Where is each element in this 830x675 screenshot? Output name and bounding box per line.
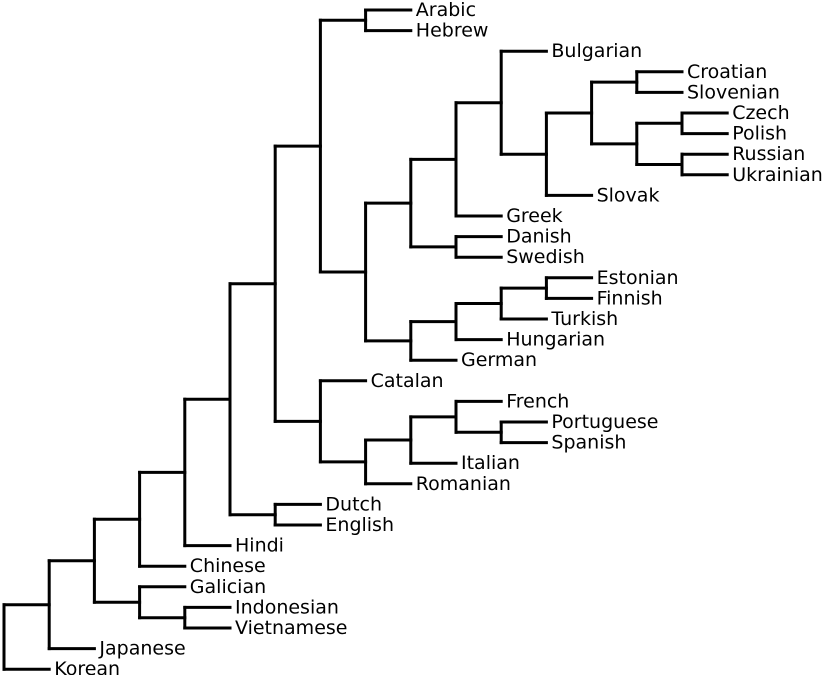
leaf-label-italian: Italian xyxy=(461,452,520,474)
leaf-label-hungarian: Hungarian xyxy=(506,329,605,351)
leaf-label-vietnamese: Vietnamese xyxy=(235,617,347,639)
leaf-label-slovenian: Slovenian xyxy=(687,81,780,103)
leaf-label-chinese: Chinese xyxy=(190,555,266,577)
leaf-label-finnish: Finnish xyxy=(597,287,663,309)
leaf-label-galician: Galician xyxy=(190,576,266,598)
leaf-label-croatian: Croatian xyxy=(687,61,767,83)
leaf-label-japanese: Japanese xyxy=(98,638,185,660)
leaf-label-slovak: Slovak xyxy=(597,184,660,206)
tree-edges xyxy=(2,8,729,671)
leaf-label-spanish: Spanish xyxy=(551,432,626,454)
leaf-label-arabic: Arabic xyxy=(416,0,476,21)
leaf-label-turkish: Turkish xyxy=(550,308,618,330)
leaf-label-portuguese: Portuguese xyxy=(551,411,658,433)
leaf-label-hindi: Hindi xyxy=(235,535,284,557)
leaf-label-greek: Greek xyxy=(506,205,563,227)
leaf-label-dutch: Dutch xyxy=(325,493,382,515)
leaf-label-bulgarian: Bulgarian xyxy=(551,40,642,62)
leaf-label-german: German xyxy=(461,349,537,371)
leaf-label-swedish: Swedish xyxy=(506,246,585,268)
leaf-label-french: French xyxy=(506,390,569,412)
leaf-label-polish: Polish xyxy=(732,123,787,145)
leaf-label-danish: Danish xyxy=(506,226,572,248)
leaf-label-romanian: Romanian xyxy=(416,473,511,495)
leaf-label-czech: Czech xyxy=(732,102,789,124)
leaf-labels: ArabicHebrewBulgarianCroatianSlovenianCz… xyxy=(54,0,823,675)
leaf-label-korean: Korean xyxy=(54,658,120,675)
leaf-label-estonian: Estonian xyxy=(597,267,679,289)
leaf-label-russian: Russian xyxy=(732,143,805,165)
leaf-label-ukrainian: Ukrainian xyxy=(732,164,823,186)
leaf-label-english: English xyxy=(325,514,394,536)
leaf-label-indonesian: Indonesian xyxy=(235,596,339,618)
leaf-label-hebrew: Hebrew xyxy=(416,20,489,42)
leaf-label-catalan: Catalan xyxy=(371,370,444,392)
